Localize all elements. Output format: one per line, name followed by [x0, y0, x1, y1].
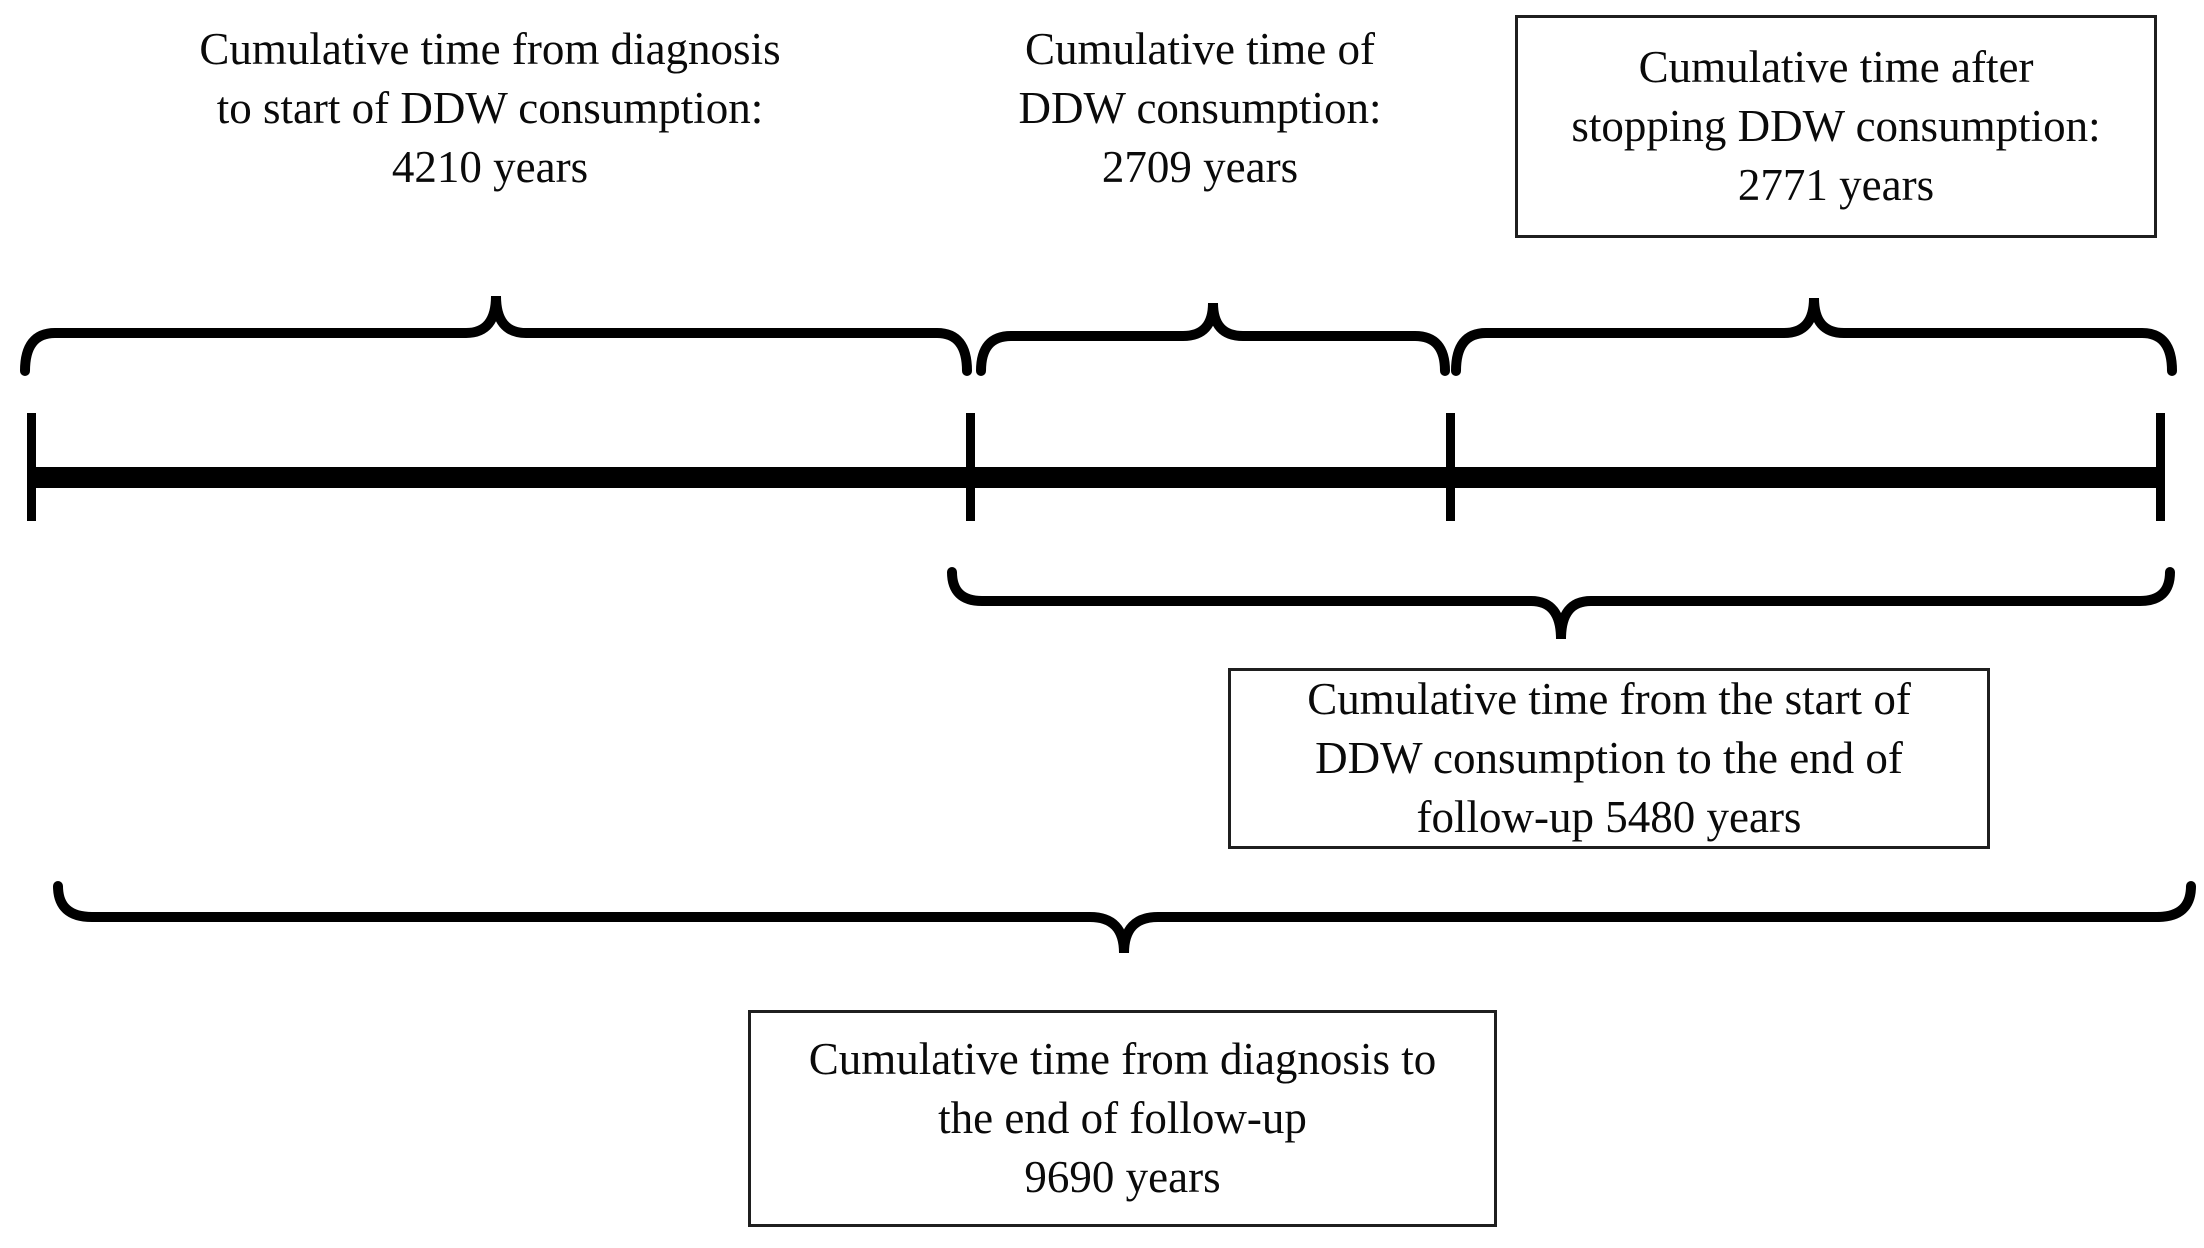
tick-ddw-stop	[1446, 413, 1455, 521]
timeline-bar	[28, 467, 2162, 488]
label-ddw-to-end-line1: Cumulative time from the start of	[1307, 674, 1911, 724]
label-pre-ddw: Cumulative time from diagnosis to start …	[140, 20, 840, 197]
tick-ddw-start	[966, 413, 975, 521]
label-diagnosis-to-end-box: Cumulative time from diagnosis to the en…	[748, 1010, 1497, 1227]
label-pre-ddw-line2: to start of DDW consumption:	[216, 83, 764, 133]
tick-diagnosis	[27, 413, 36, 521]
label-during-ddw-line1: Cumulative time of	[1025, 24, 1375, 74]
tick-follow-up-end	[2156, 413, 2165, 521]
brace-ddw-to-end	[947, 567, 2175, 640]
label-pre-ddw-value: 4210 years	[391, 142, 589, 192]
label-post-ddw-value: 2771 years	[1737, 160, 1935, 210]
label-during-ddw-value: 2709 years	[1101, 142, 1299, 192]
label-ddw-to-end-box: Cumulative time from the start of DDW co…	[1228, 668, 1990, 849]
label-diagnosis-to-end-line2: the end of follow-up	[938, 1093, 1307, 1143]
label-post-ddw-line1: Cumulative time after	[1638, 42, 2034, 92]
brace-during-ddw	[976, 302, 1450, 376]
brace-post-ddw	[1451, 297, 2177, 376]
label-ddw-to-end-line2: DDW consumption to the end of	[1315, 733, 1903, 783]
label-post-ddw-box: Cumulative time after stopping DDW consu…	[1515, 15, 2157, 238]
brace-diagnosis-to-end	[53, 881, 2196, 954]
label-during-ddw-line2: DDW consumption:	[1018, 83, 1382, 133]
label-post-ddw-line2: stopping DDW consumption:	[1571, 101, 2101, 151]
label-diagnosis-to-end-value: 9690 years	[1024, 1152, 1221, 1202]
label-ddw-to-end-value: follow-up 5480 years	[1416, 792, 1802, 842]
label-diagnosis-to-end-line1: Cumulative time from diagnosis to	[808, 1034, 1437, 1084]
label-during-ddw: Cumulative time of DDW consumption: 2709…	[950, 20, 1450, 197]
brace-pre-ddw	[20, 295, 972, 376]
label-pre-ddw-line1: Cumulative time from diagnosis	[199, 24, 781, 74]
